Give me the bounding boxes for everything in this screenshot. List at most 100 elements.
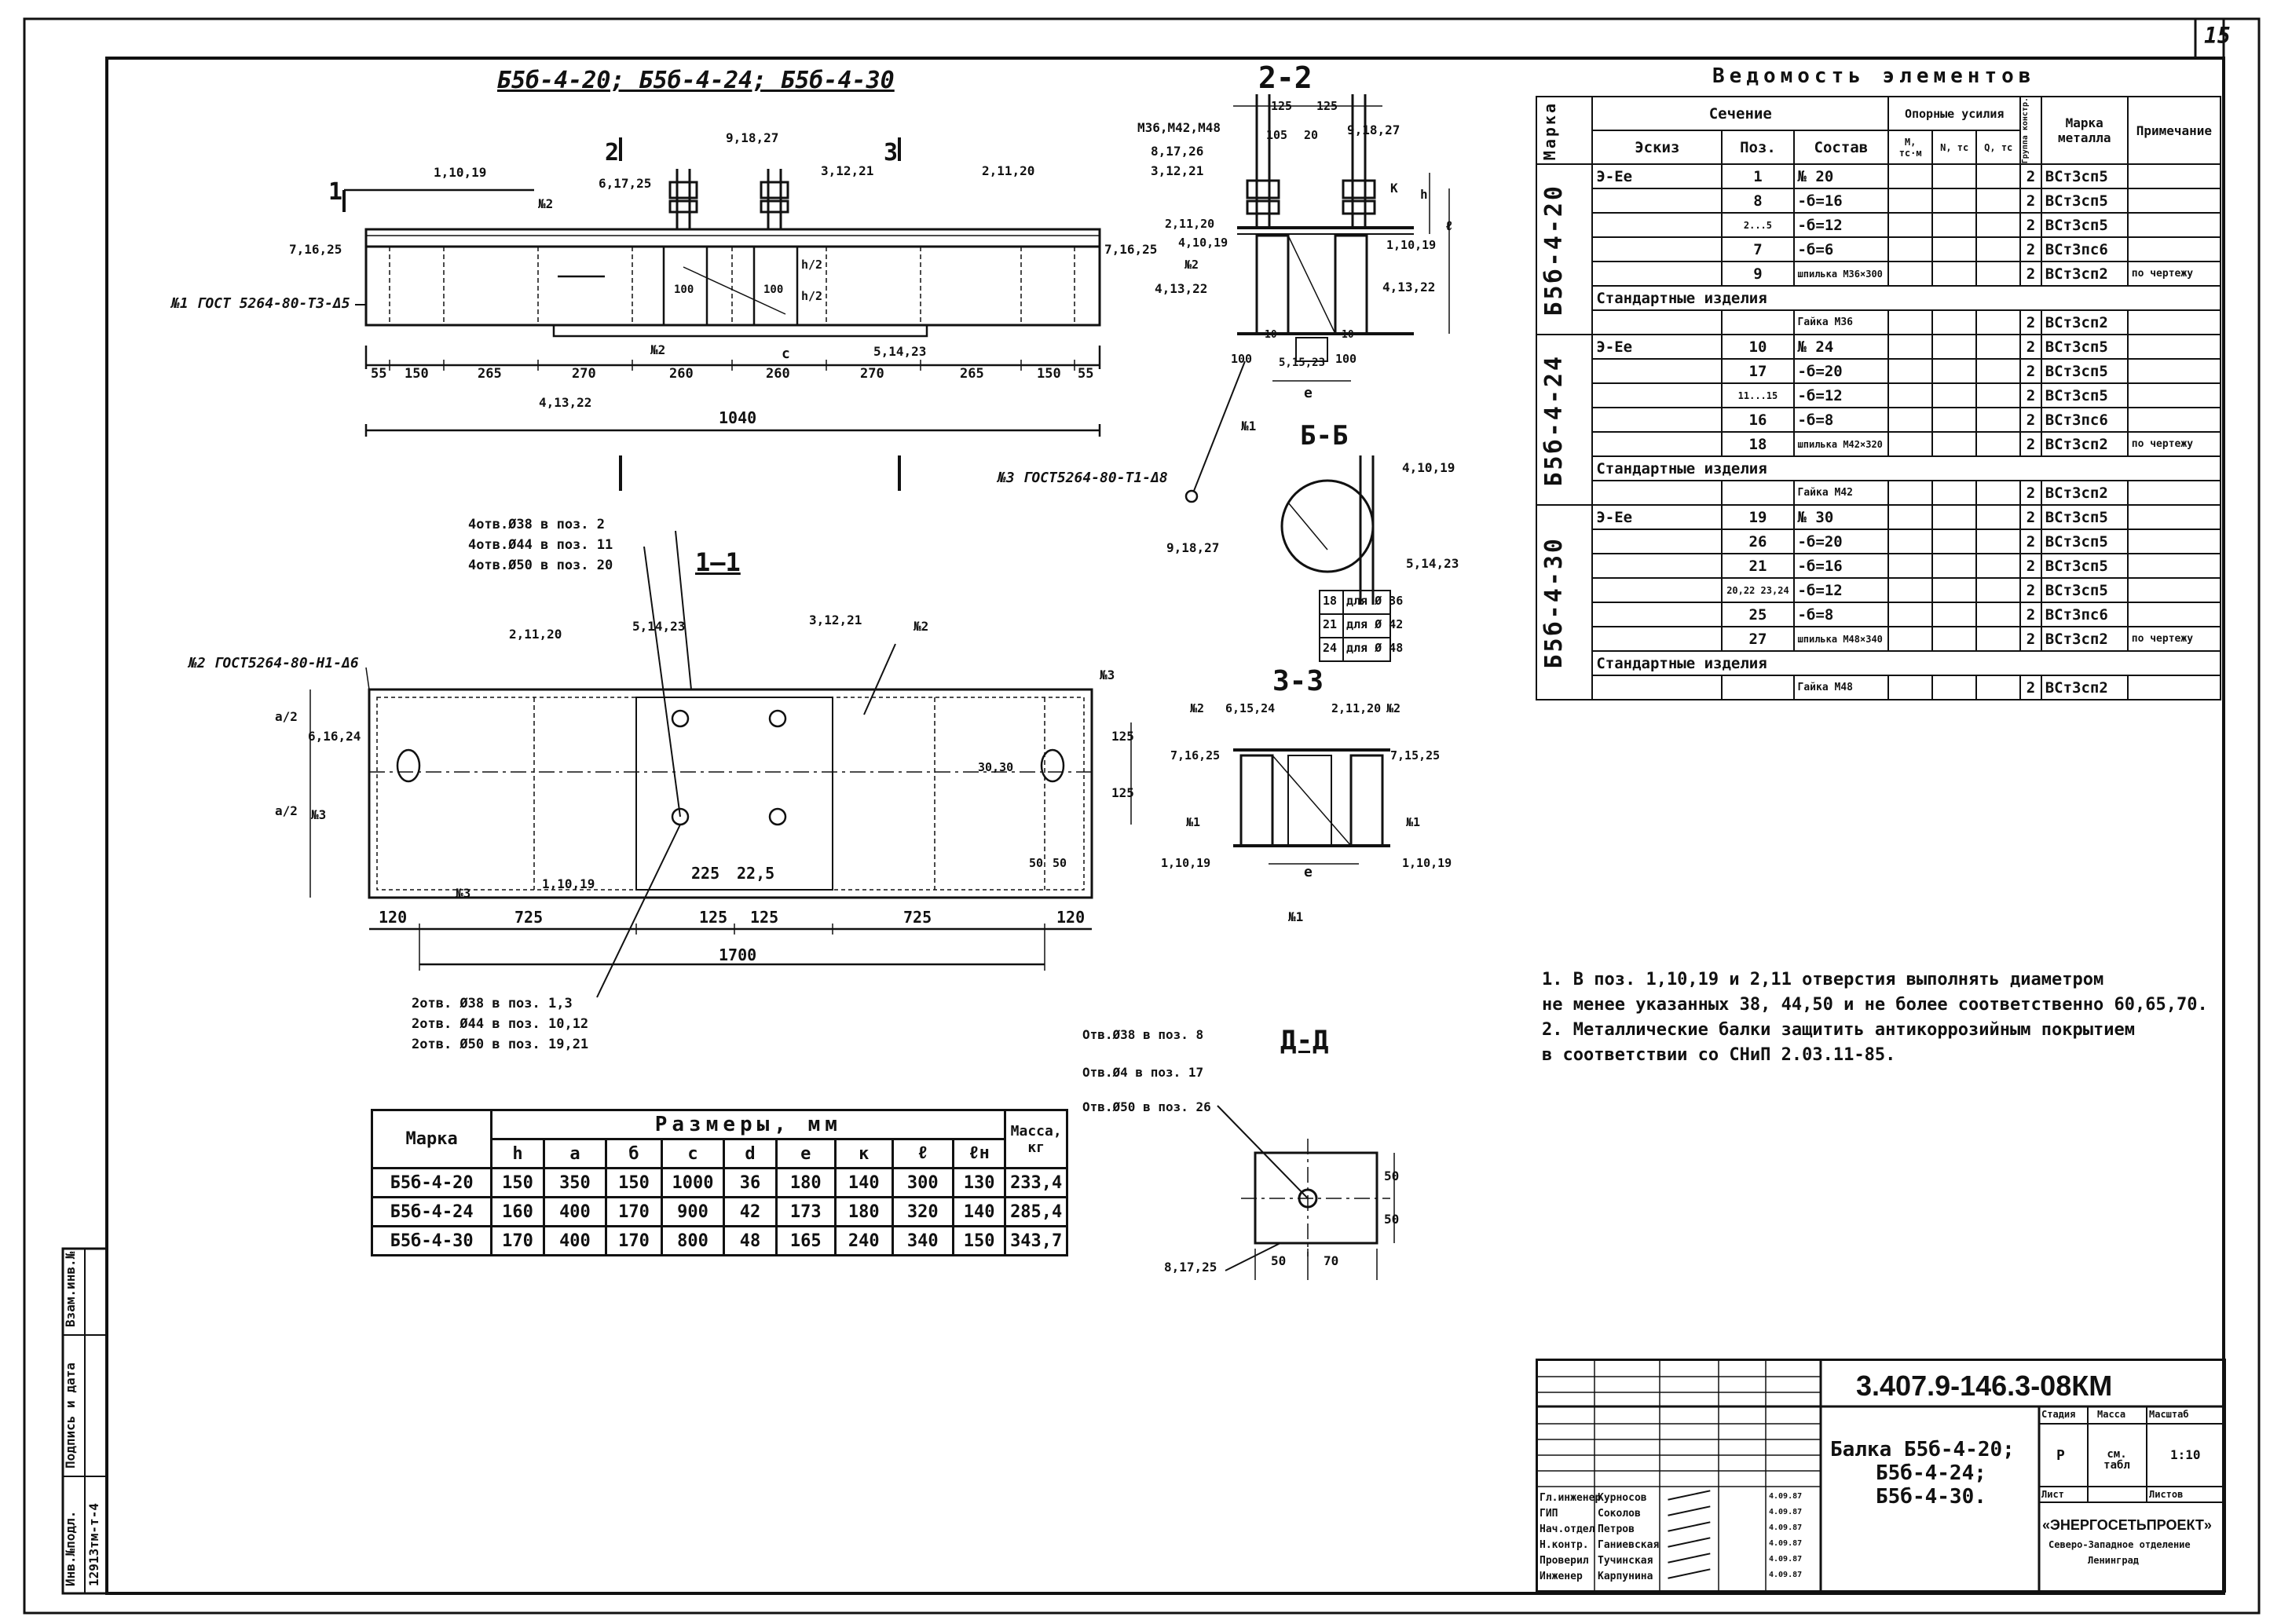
dims-column-header: б (605, 1138, 663, 1169)
element-q (1975, 553, 2022, 580)
header-q: Q, тс (1975, 130, 2022, 166)
section-label-3-3: 3-3 (1272, 665, 1324, 697)
sdd-callout-6: 50 (1271, 1253, 1287, 1268)
element-n (1931, 334, 1978, 360)
std-pos (1721, 480, 1795, 507)
sbb-text-2: для Ø 48 (1346, 641, 1404, 655)
header-n: N, тс (1931, 130, 1978, 166)
element-steel: ВСт3сп5 (2040, 358, 2129, 385)
elev-callout-2: 9,18,27 (726, 130, 779, 145)
dims-value: 180 (774, 1167, 837, 1198)
weld-callout-3: №3 ГОСТ5264-80-Т1-Δ8 (998, 470, 1168, 486)
s22-callout-9: 1,10,19 (1386, 238, 1437, 252)
element-m (1887, 602, 1934, 628)
header-m: М, тс·м (1887, 130, 1934, 166)
std-note (2126, 480, 2222, 507)
element-steel: ВСт3сп5 (2040, 212, 2129, 239)
note-line-1: 1. В поз. 1,10,19 и 2,11 отверстия выпол… (1542, 970, 2104, 989)
element-steel: ВСт3сп5 (2040, 334, 2129, 360)
std-m (1887, 309, 1934, 336)
elev-dim-6: 270 (860, 366, 884, 382)
element-composition: № 20 (1792, 163, 1890, 190)
dims-column-header: h (490, 1138, 545, 1169)
element-m (1887, 553, 1934, 580)
element-group: 2 (2019, 382, 2042, 409)
element-group: 2 (2019, 261, 2042, 287)
element-m (1887, 358, 1934, 385)
element-steel: ВСт3сп2 (2040, 626, 2129, 653)
element-m (1887, 529, 1934, 555)
plan-dim-total: 1700 (719, 946, 757, 964)
element-composition: -б=8 (1792, 407, 1890, 433)
section-label-1-1: 1—1 (695, 547, 741, 577)
std-n (1931, 309, 1978, 336)
dims-mark: Б5б-4-30 (370, 1225, 493, 1256)
element-steel: ВСт3сп2 (2040, 431, 2129, 458)
plan-holes-b-2: 2отв. Ø50 в поз. 19,21 (412, 1037, 589, 1052)
element-n (1931, 236, 1978, 263)
std-note (2126, 675, 2222, 701)
element-note (2126, 358, 2222, 385)
element-sketch (1591, 188, 1723, 214)
plan-callout-13: 30,30 (978, 760, 1014, 774)
sdd-callout-1: Отв.Ø4 в поз. 17 (1082, 1065, 1204, 1080)
element-pos: 17 (1721, 358, 1795, 385)
element-pos: 7 (1721, 236, 1795, 263)
element-steel: ВСт3пс6 (2040, 602, 2129, 628)
s33-callout-5: 7,15,25 (1390, 748, 1441, 763)
s22-callout-22: h (1420, 187, 1428, 202)
element-q (1975, 334, 2022, 360)
element-q (1975, 577, 2022, 604)
signature-role: Нач.отдел (1540, 1523, 1595, 1535)
standard-items-label: Стандартные изделия (1591, 455, 2221, 482)
element-m (1887, 261, 1934, 287)
group-mark: Б5б-4-24 (1535, 334, 1594, 507)
std-sketch (1591, 675, 1723, 701)
plan-dim-4: 725 (903, 908, 932, 927)
element-pos: 26 (1721, 529, 1795, 555)
section-d-d (1217, 1105, 1395, 1280)
element-q (1975, 261, 2022, 287)
dims-value: 173 (774, 1196, 837, 1227)
s22-callout-5: №2 (1184, 258, 1199, 272)
dims-value: 42 (723, 1196, 778, 1227)
plan-holes-a-1: 4отв.Ø44 в поз. 11 (468, 537, 613, 553)
element-n (1931, 407, 1978, 433)
elev-dim-2: 265 (478, 366, 502, 382)
elev-dim-3: 270 (572, 366, 596, 382)
element-note (2126, 382, 2222, 409)
element-sketch (1591, 358, 1723, 385)
plan-callout-11: 225 (691, 864, 720, 883)
signature-name: Тучинская (1598, 1555, 1653, 1567)
s33-callout-8: 1,10,19 (1161, 856, 1211, 870)
std-group: 2 (2019, 480, 2042, 507)
plan-callout-10: a/2 (275, 803, 298, 818)
element-n (1931, 504, 1978, 531)
drawing-title: Б5б-4-20; Б5б-4-24; Б5б-4-30 (497, 67, 895, 94)
elev-callout-9: 100 (763, 283, 784, 296)
dims-value: 350 (542, 1167, 608, 1198)
elev-callout-15: h/2 (801, 289, 823, 303)
plan-callout-8: 1,10,19 (542, 876, 595, 891)
dims-header-mass: Масса, кг (1004, 1109, 1068, 1169)
dims-column-header: e (774, 1138, 837, 1169)
element-n (1931, 431, 1978, 458)
sdd-callout-2: Отв.Ø50 в поз. 26 (1082, 1099, 1211, 1114)
element-pos: 8 (1721, 188, 1795, 214)
element-n (1931, 577, 1978, 604)
element-sketch (1591, 261, 1723, 287)
plan-callout-15: 125 (1111, 785, 1134, 800)
scale-value: 1:10 (2170, 1447, 2201, 1462)
stage-value: Р (2056, 1447, 2065, 1464)
header-pos: Поз. (1721, 130, 1795, 166)
general-notes: 1. В поз. 1,10,19 и 2,11 отверстия выпол… (1542, 967, 2233, 1068)
plan-dim-2: 125 (699, 908, 728, 927)
elev-callout-6: 7,16,25 (1104, 242, 1158, 257)
std-q (1975, 309, 2022, 336)
element-group: 2 (2019, 431, 2042, 458)
